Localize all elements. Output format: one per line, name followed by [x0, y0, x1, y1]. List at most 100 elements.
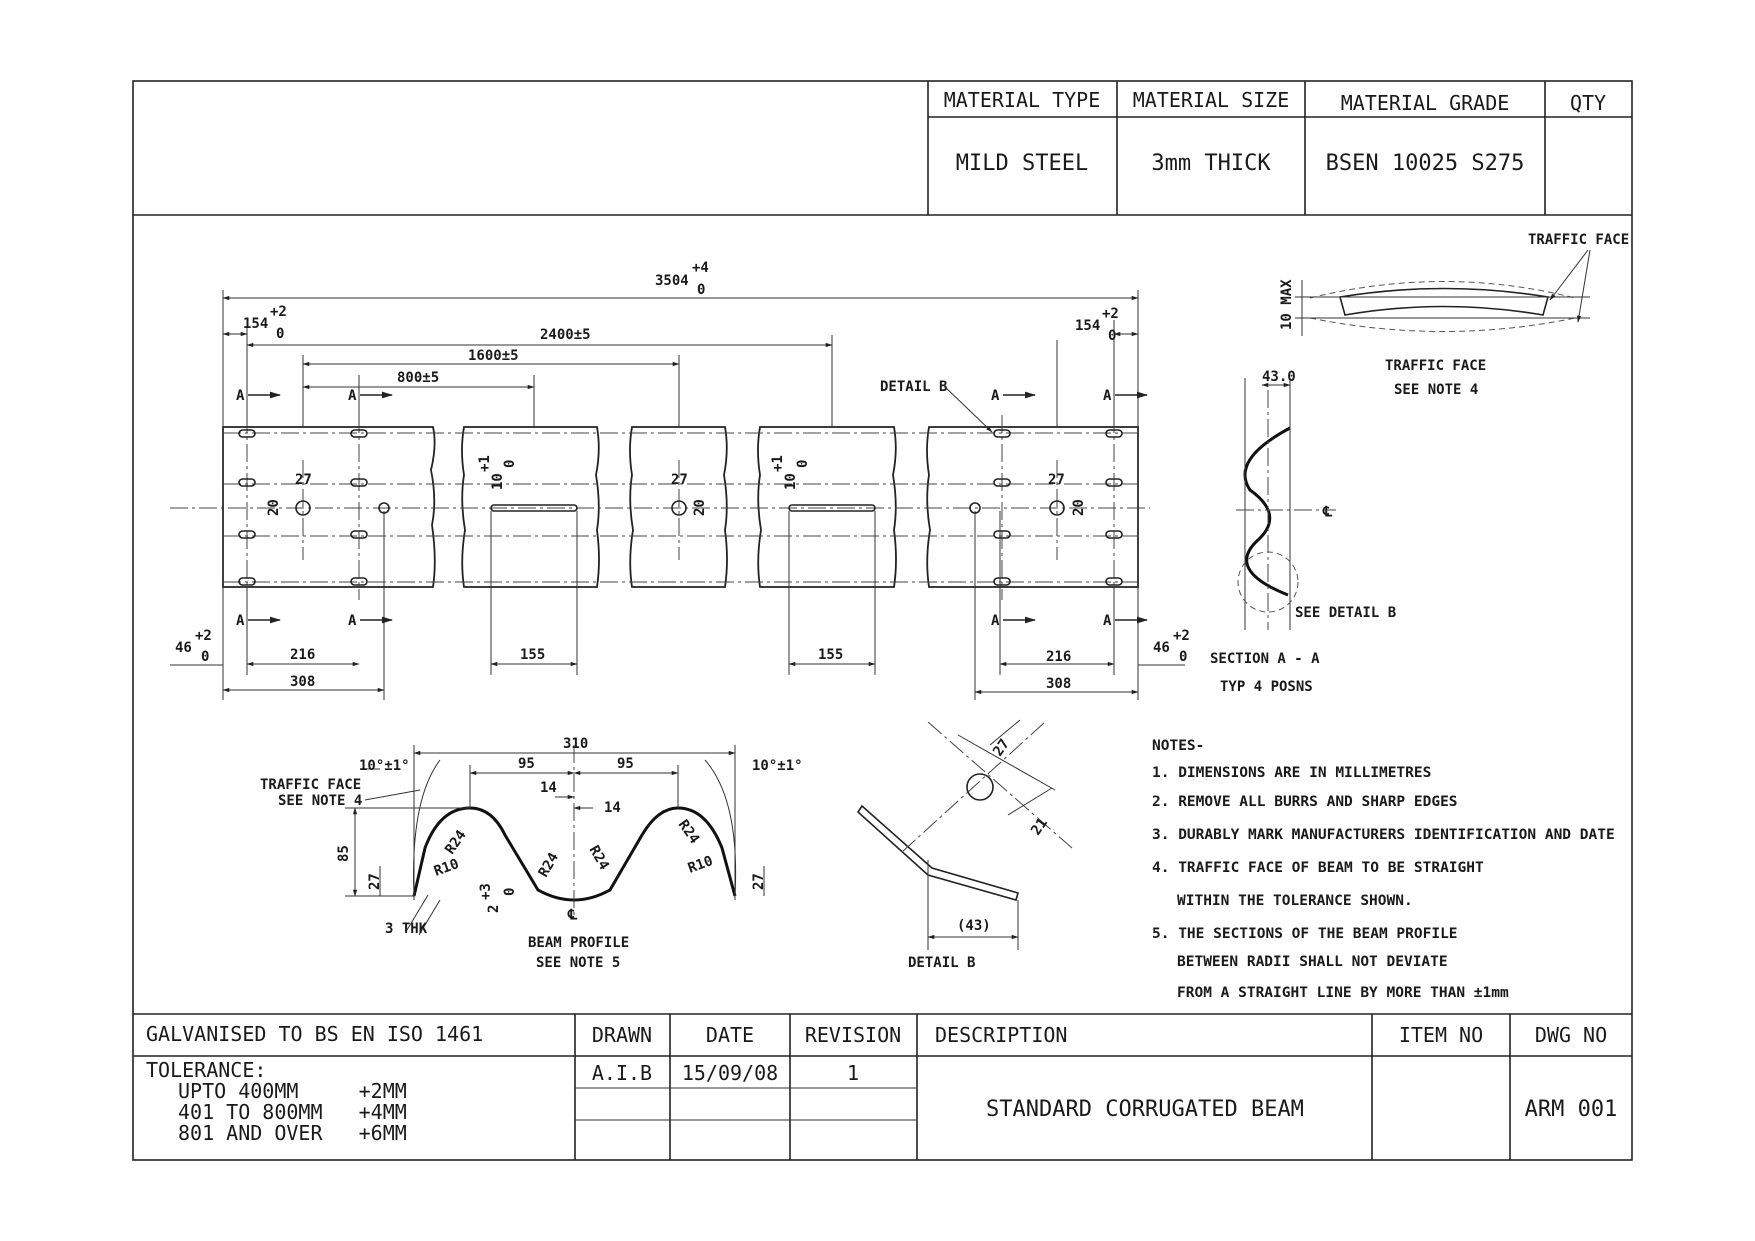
note-4a: 4. TRAFFIC FACE OF BEAM TO BE STRAIGHT: [1152, 860, 1484, 876]
slot-tol-bot-left: 0: [502, 460, 518, 468]
dim-overall-tol-top: +4: [692, 260, 709, 276]
slot-tol-top-left: +1: [477, 455, 493, 472]
profile-centerline-mark: ℄: [567, 907, 578, 923]
revision-label: REVISION: [805, 1023, 901, 1047]
tolerance-row-1: UPTO 400MM +2MM: [178, 1079, 407, 1103]
profile-title: BEAM PROFILE: [528, 935, 629, 951]
dim-edge-right-tol-bot: 0: [1179, 649, 1187, 665]
section-mark-a2: A: [348, 388, 357, 404]
section-mark-a3: A: [991, 388, 1000, 404]
detail-b-callout: DETAIL B: [880, 379, 947, 395]
drawn-value: A.I.B: [592, 1061, 652, 1085]
dim-308-left: 308: [290, 674, 315, 690]
profile-offset-tol-bot: 0: [502, 888, 518, 896]
profile-r24-right: R24: [675, 817, 703, 847]
dim-overall-tol-bot: 0: [697, 282, 705, 298]
deflection-label: 10 MAX: [1279, 279, 1295, 330]
slot-width-right: 10: [783, 473, 799, 490]
dim-216-right: 216: [1046, 649, 1071, 665]
section-mark-a8: A: [1103, 613, 1112, 629]
section-centerline-mark: ℄: [1322, 504, 1333, 520]
profile-w14b: 14: [604, 800, 621, 816]
dim-end-left-tol-top: +2: [270, 304, 287, 320]
material-type-label: MATERIAL TYPE: [944, 88, 1101, 112]
material-size-label: MATERIAL SIZE: [1133, 88, 1290, 112]
profile-r24-left: R24: [442, 827, 470, 857]
beam-profile: 310 95 95 10°±1° 10°±1° TRAFFIC FACE SEE…: [260, 736, 803, 971]
dim-2400: 2400±5: [540, 327, 591, 343]
item-no-label: ITEM NO: [1399, 1023, 1483, 1047]
dim-end-right: 154: [1075, 318, 1100, 334]
profile-r24-mid-right: R24: [586, 843, 613, 873]
tolerance-row-3: 801 AND OVER +6MM: [178, 1121, 407, 1145]
profile-offset: 2: [486, 905, 502, 913]
note-4b: WITHIN THE TOLERANCE SHOWN.: [1177, 893, 1413, 909]
section-title: SECTION A - A: [1210, 651, 1320, 667]
profile-w14a: 14: [540, 780, 557, 796]
section-mark-a1: A: [236, 388, 245, 404]
beam-plan-view: A A A A A A A A 3504 +4 0 154 +2 0 154 +…: [170, 260, 1190, 700]
profile-thk: 3 THK: [385, 921, 428, 937]
slot-tol-top-right: +1: [770, 455, 786, 472]
note-5c: FROM A STRAIGHT LINE BY MORE THAN ±1mm: [1177, 985, 1509, 1001]
drawing-border: [132, 80, 1633, 1161]
section-mark-a7: A: [991, 613, 1000, 629]
dim-27-right: 27: [1048, 472, 1065, 488]
dim-edge-left-tol-top: +2: [195, 628, 212, 644]
dim-20-mid: 20: [692, 499, 708, 516]
dim-end-right-tol-bot: 0: [1108, 328, 1116, 344]
section-mark-a5: A: [236, 613, 245, 629]
dim-800: 800±5: [397, 370, 439, 386]
traffic-face-note-label: TRAFFIC FACE: [1385, 358, 1486, 374]
profile-offset-tol-top: +3: [478, 883, 494, 900]
profile-sub: SEE NOTE 5: [536, 955, 620, 971]
dim-edge-right: 46: [1153, 640, 1170, 656]
date-value: 15/09/08: [682, 1061, 778, 1085]
section-a-a: 43.0 ℄ SEE DETAIL B SECTION A - A TYP 4 …: [1210, 358, 1486, 695]
note-2: 2. REMOVE ALL BURRS AND SHARP EDGES: [1152, 794, 1458, 810]
galvanised-note: GALVANISED TO BS EN ISO 1461: [146, 1022, 483, 1046]
tolerance-row-2: 401 TO 800MM +4MM: [178, 1100, 407, 1124]
material-table: MATERIAL TYPE MILD STEEL MATERIAL SIZE 3…: [133, 81, 1632, 216]
profile-r24-mid-left: R24: [536, 850, 563, 880]
notes-heading: NOTES-: [1152, 738, 1204, 754]
dim-216-left: 216: [290, 647, 315, 663]
dim-edge-left-tol-bot: 0: [201, 649, 209, 665]
profile-half-right: 95: [617, 756, 634, 772]
dim-20-left: 20: [266, 499, 282, 516]
dim-end-right-tol-top: +2: [1102, 306, 1119, 322]
date-label: DATE: [706, 1023, 754, 1047]
profile-height: 85: [336, 845, 352, 862]
section-mark-a6: A: [348, 613, 357, 629]
profile-flange-left: 27: [367, 873, 383, 890]
dim-155-left: 155: [520, 647, 545, 663]
note-5b: BETWEEN RADII SHALL NOT DEVIATE: [1177, 954, 1448, 970]
detail-title: DETAIL B: [908, 955, 975, 971]
drawn-label: DRAWN: [592, 1023, 652, 1047]
see-detail-b: SEE DETAIL B: [1295, 605, 1396, 621]
dwg-no-label: DWG NO: [1535, 1023, 1607, 1047]
dwg-no-value: ARM 001: [1525, 1097, 1618, 1122]
dim-edge-right-tol-top: +2: [1173, 628, 1190, 644]
note-5a: 5. THE SECTIONS OF THE BEAM PROFILE: [1152, 926, 1458, 942]
dim-overall: 3504: [655, 273, 689, 289]
description-label: DESCRIPTION: [935, 1023, 1067, 1047]
traffic-face-deflection-sketch: 10 MAX TRAFFIC FACE: [1279, 232, 1629, 336]
slot-width-left: 10: [490, 473, 506, 490]
tolerance-label: TOLERANCE:: [146, 1058, 266, 1082]
traffic-face-see-note: SEE NOTE 4: [1394, 382, 1478, 398]
title-block: GALVANISED TO BS EN ISO 1461 TOLERANCE: …: [133, 1013, 1632, 1160]
dim-27-left: 27: [295, 472, 312, 488]
section-sub: TYP 4 POSNS: [1220, 679, 1313, 695]
profile-r10-right: R10: [686, 853, 715, 877]
dim-155-right: 155: [818, 647, 843, 663]
detail-d43: (43): [957, 918, 991, 934]
qty-label: QTY: [1570, 91, 1606, 115]
dim-20-right: 20: [1071, 499, 1087, 516]
profile-r10-left: R10: [432, 856, 461, 880]
dim-27-mid: 27: [671, 472, 688, 488]
dim-end-left-tol-bot: 0: [276, 326, 284, 342]
note-3: 3. DURABLY MARK MANUFACTURERS IDENTIFICA…: [1152, 827, 1615, 843]
description-value: STANDARD CORRUGATED BEAM: [986, 1097, 1304, 1122]
